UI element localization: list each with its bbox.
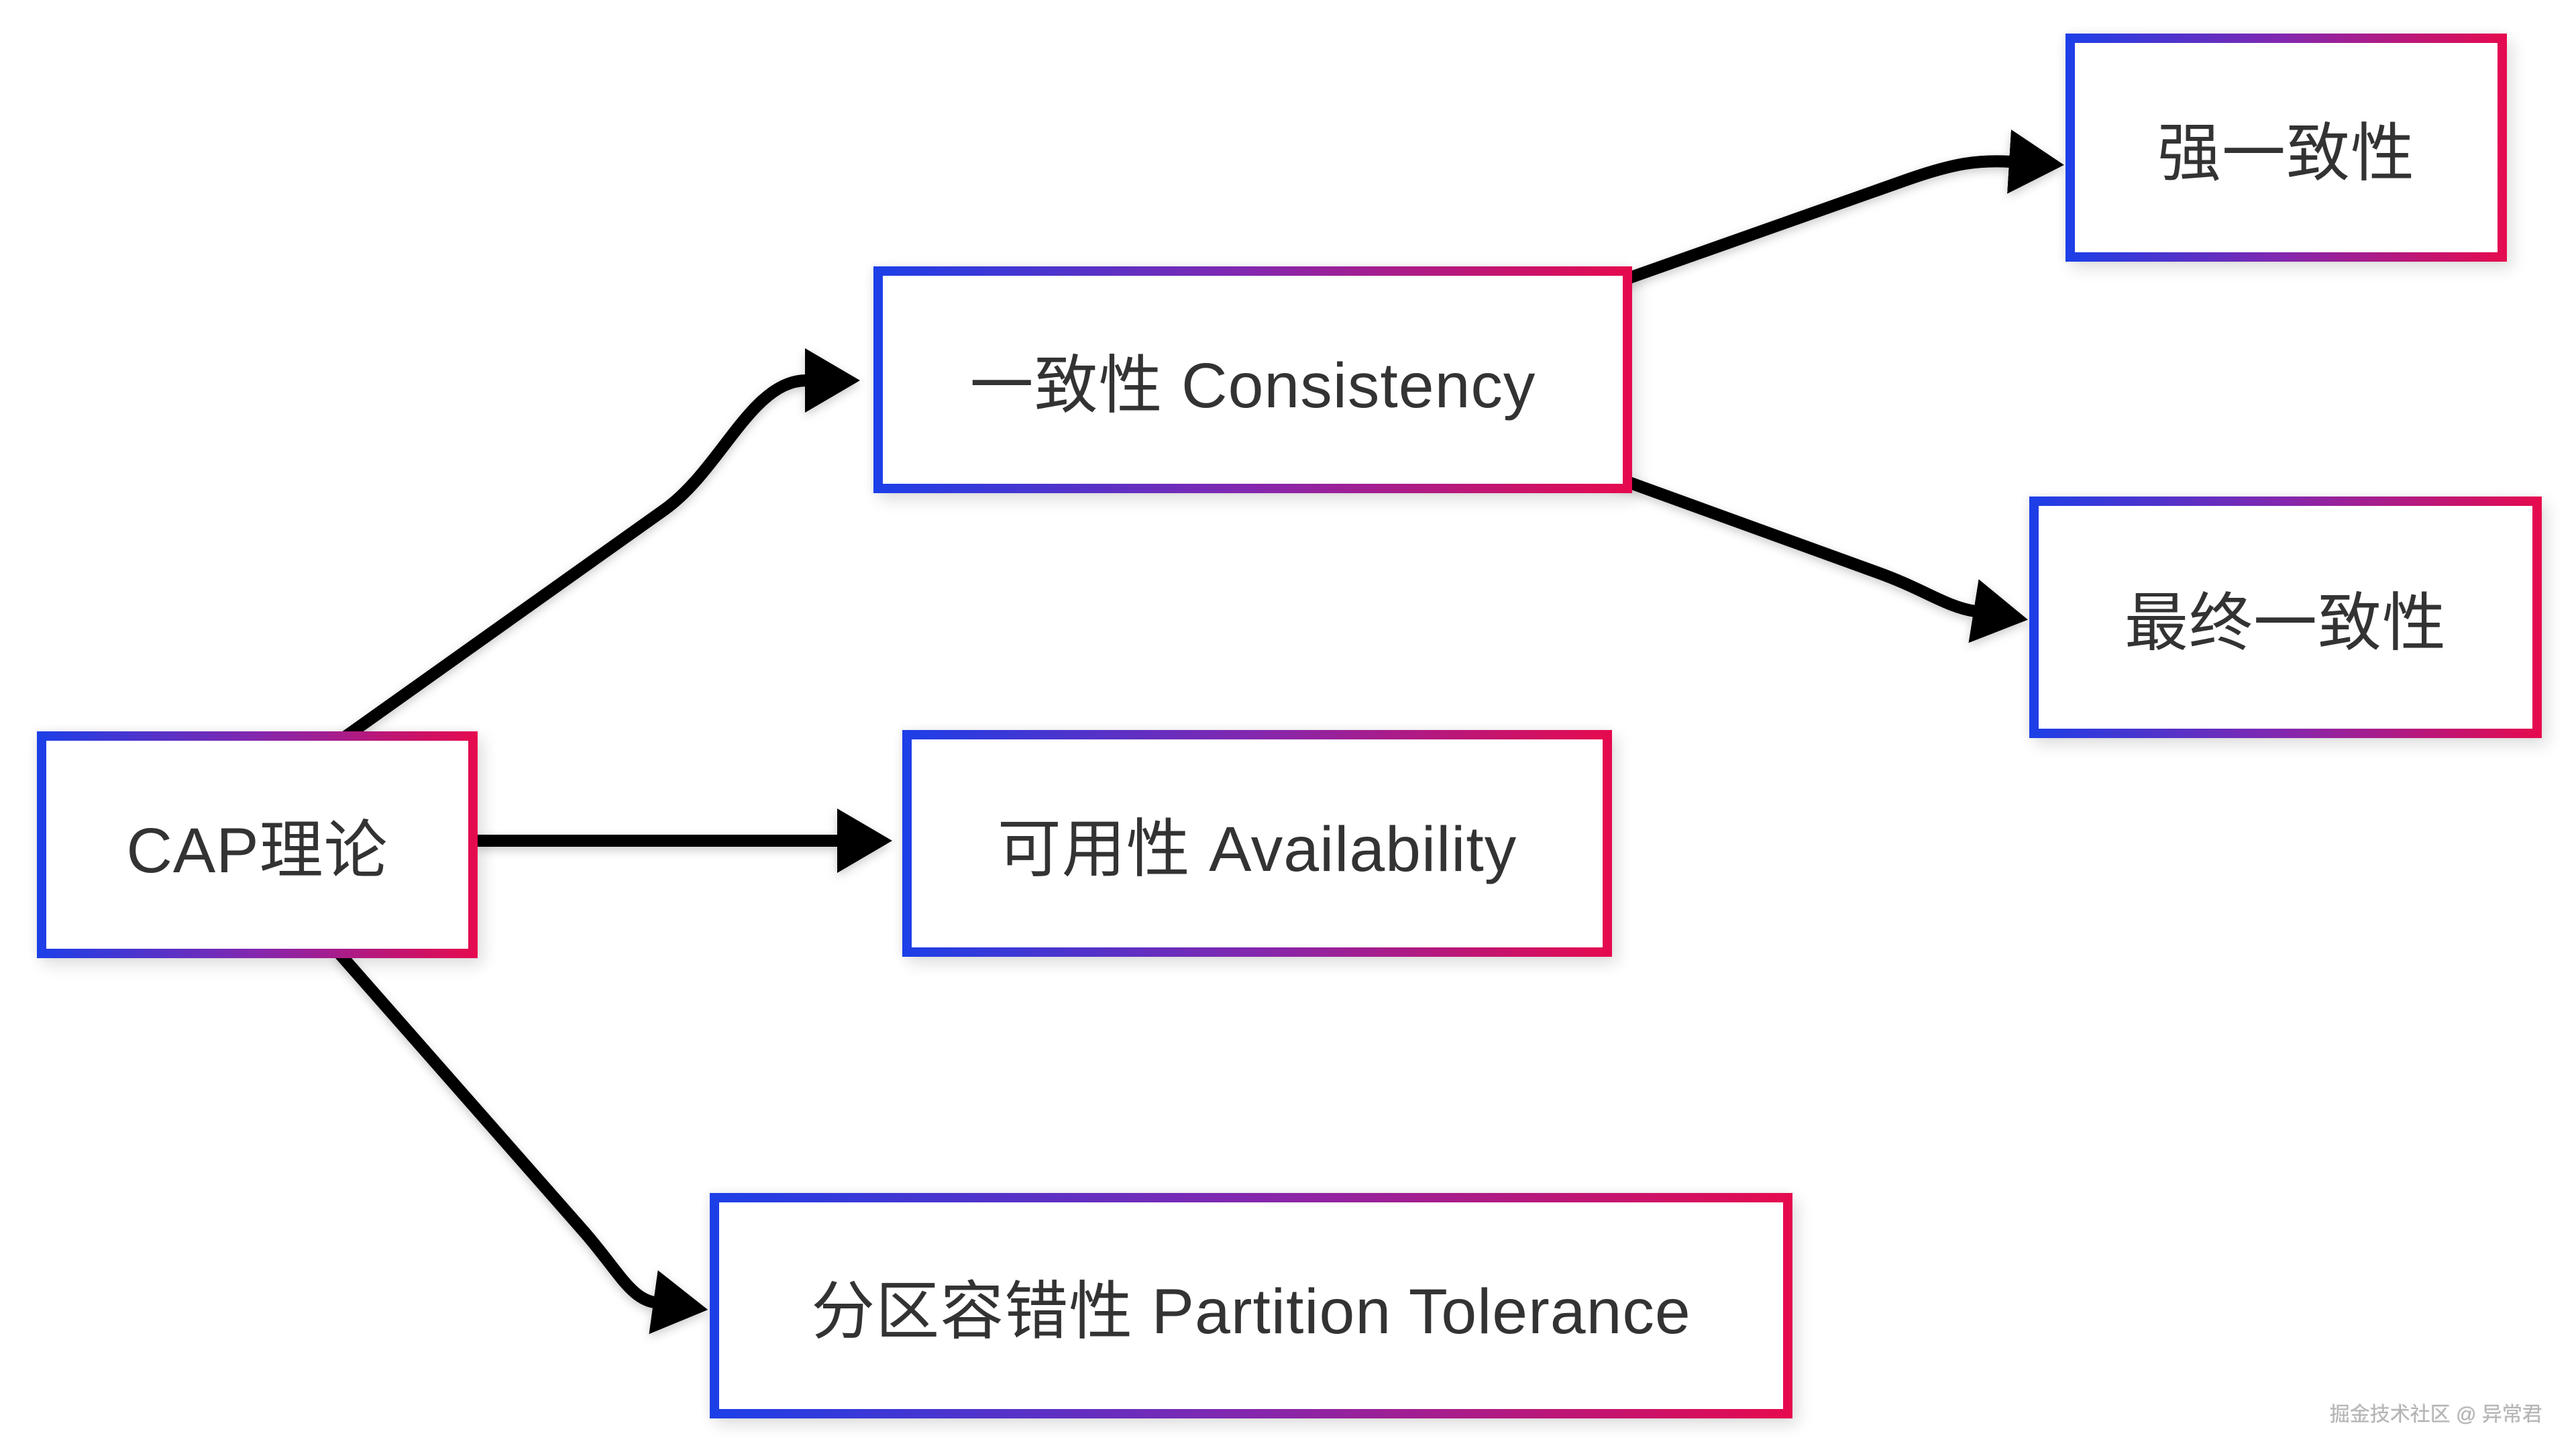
node-consistency[interactable]: 一致性 Consistency	[873, 266, 1632, 493]
node-label: 强一致性	[2157, 117, 2415, 189]
node-body: 强一致性	[2075, 43, 2498, 252]
node-cap-theory[interactable]: CAP理论	[37, 731, 478, 958]
node-label: CAP理论	[126, 815, 388, 886]
node-body: CAP理论	[46, 741, 468, 949]
watermark: 掘金技术社区 @ 异常君	[2329, 1404, 2542, 1426]
node-body: 分区容错性 Partition Tolerance	[719, 1202, 1783, 1409]
node-body: 一致性 Consistency	[883, 276, 1623, 484]
edge-cap-to-consistency	[335, 348, 860, 747]
node-body: 可用性 Availability	[912, 739, 1603, 947]
edge-consistency-to-strong	[1607, 129, 2064, 291]
edge-cap-to-partition	[334, 949, 708, 1335]
node-availability[interactable]: 可用性 Availability	[902, 730, 1612, 957]
node-label: 分区容错性 Partition Tolerance	[811, 1276, 1691, 1347]
node-body: 最终一致性	[2039, 506, 2532, 729]
node-eventual-consistency[interactable]: 最终一致性	[2029, 497, 2542, 738]
node-label: 最终一致性	[2124, 587, 2447, 659]
edge-consistency-to-eventual	[1606, 469, 2029, 643]
node-strong-consistency[interactable]: 强一致性	[2065, 34, 2507, 262]
node-label: 可用性 Availability	[997, 813, 1517, 885]
node-partition-tolerance[interactable]: 分区容错性 Partition Tolerance	[710, 1193, 1792, 1418]
node-label: 一致性 Consistency	[969, 350, 1536, 421]
